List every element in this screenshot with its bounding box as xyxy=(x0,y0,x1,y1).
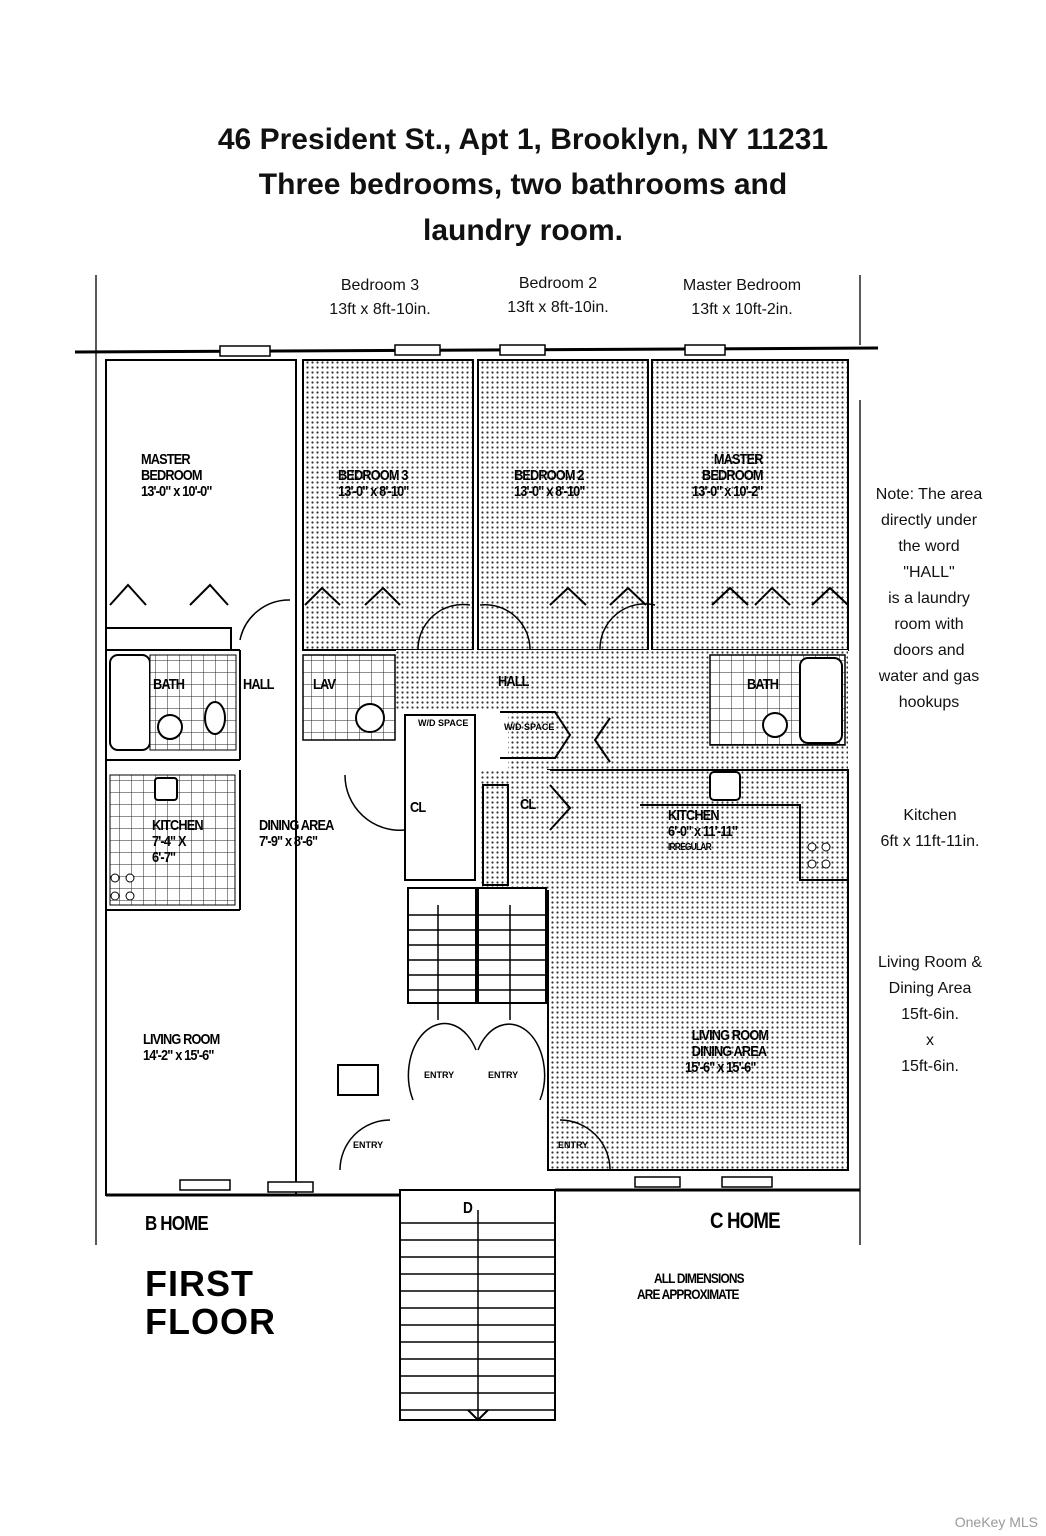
c-master-bedroom-label: MASTER BEDROOM 13'-0" x 10'-2" xyxy=(692,451,763,500)
b-closet-label: CL xyxy=(410,799,426,816)
c-kitchen-label: KITCHEN 6'-0" x 11'-11" IRREGULAR xyxy=(668,807,738,854)
dimensions-disclaimer: ALL DIMENSIONS ARE APPROXIMATE xyxy=(637,1270,745,1302)
c-bedroom2-label: BEDROOM 2 13'-0" x 8'-10" xyxy=(514,467,585,500)
b-entry-label: ENTRY xyxy=(353,1140,384,1150)
c-hall-label: HALL xyxy=(498,673,529,690)
b-living-label: LIVING ROOM 14'-2" x 15'-6" xyxy=(143,1031,220,1064)
top-label-master-bedroom: Master Bedroom 13ft x 10ft-2in. xyxy=(660,274,824,322)
c-wd-space-label-2: W/D SPACE xyxy=(504,722,555,732)
c-entry-label-3: ENTRY xyxy=(558,1140,589,1150)
laundry-note: Note: The area directly under the word "… xyxy=(875,486,983,711)
c-wd-space-label: W/D SPACE xyxy=(418,718,469,728)
b-home-label: B HOME xyxy=(145,1213,209,1235)
stair-label: D xyxy=(463,1200,473,1217)
c-closet-label: CL xyxy=(520,796,536,813)
c-bedroom3-label: BEDROOM 3 13'-0" x 8'-10" xyxy=(338,467,409,500)
kitchen-note: Kitchen 6ft x 11ft-11in. xyxy=(880,807,980,850)
top-label-size: 13ft x 8ft-10in. xyxy=(329,301,431,318)
c-entry-label-1: ENTRY xyxy=(424,1070,455,1080)
c-bath-label: BATH xyxy=(747,676,779,693)
c-living-label: LIVING ROOM DINING AREA 15'-6" x 15'-6" xyxy=(685,1027,769,1076)
b-bath-label: BATH xyxy=(153,676,185,693)
living-note: Living Room & Dining Area 15ft-6in. x 15… xyxy=(877,954,983,1075)
c-home-label: C HOME xyxy=(710,1208,781,1233)
b-hall-label: HALL xyxy=(243,676,274,693)
c-lav-label: LAV xyxy=(313,676,336,693)
top-label-size: 13ft x 10ft-2in. xyxy=(691,301,793,318)
listing-summary-line2: laundry room. xyxy=(422,214,624,247)
listing-summary-line1: Three bedrooms, two bathrooms and xyxy=(258,168,788,201)
top-label-name: Bedroom 2 xyxy=(518,275,598,292)
c-entry-label-2: ENTRY xyxy=(488,1070,519,1080)
listing-address: 46 President St., Apt 1, Brooklyn, NY 11… xyxy=(217,123,829,156)
top-label-name: Bedroom 3 xyxy=(340,277,420,294)
b-dining-label: DINING AREA 7'-9" x 8'-6" xyxy=(259,817,334,850)
top-label-size: 13ft x 8ft-10in. xyxy=(507,299,609,316)
top-label-bedroom3: Bedroom 3 13ft x 8ft-10in. xyxy=(300,274,460,322)
top-label-bedroom2: Bedroom 2 13ft x 8ft-10in. xyxy=(478,272,638,320)
top-label-name: Master Bedroom xyxy=(682,277,802,294)
floor-label: FIRST FLOOR xyxy=(145,1263,276,1342)
b-master-bedroom-label: MASTER BEDROOM 13'-0" x 10'-0" xyxy=(141,451,212,500)
b-kitchen-label: KITCHEN 7'-4" X 6'-7" xyxy=(152,817,204,866)
mls-watermark: OneKey MLS xyxy=(954,1514,1038,1530)
